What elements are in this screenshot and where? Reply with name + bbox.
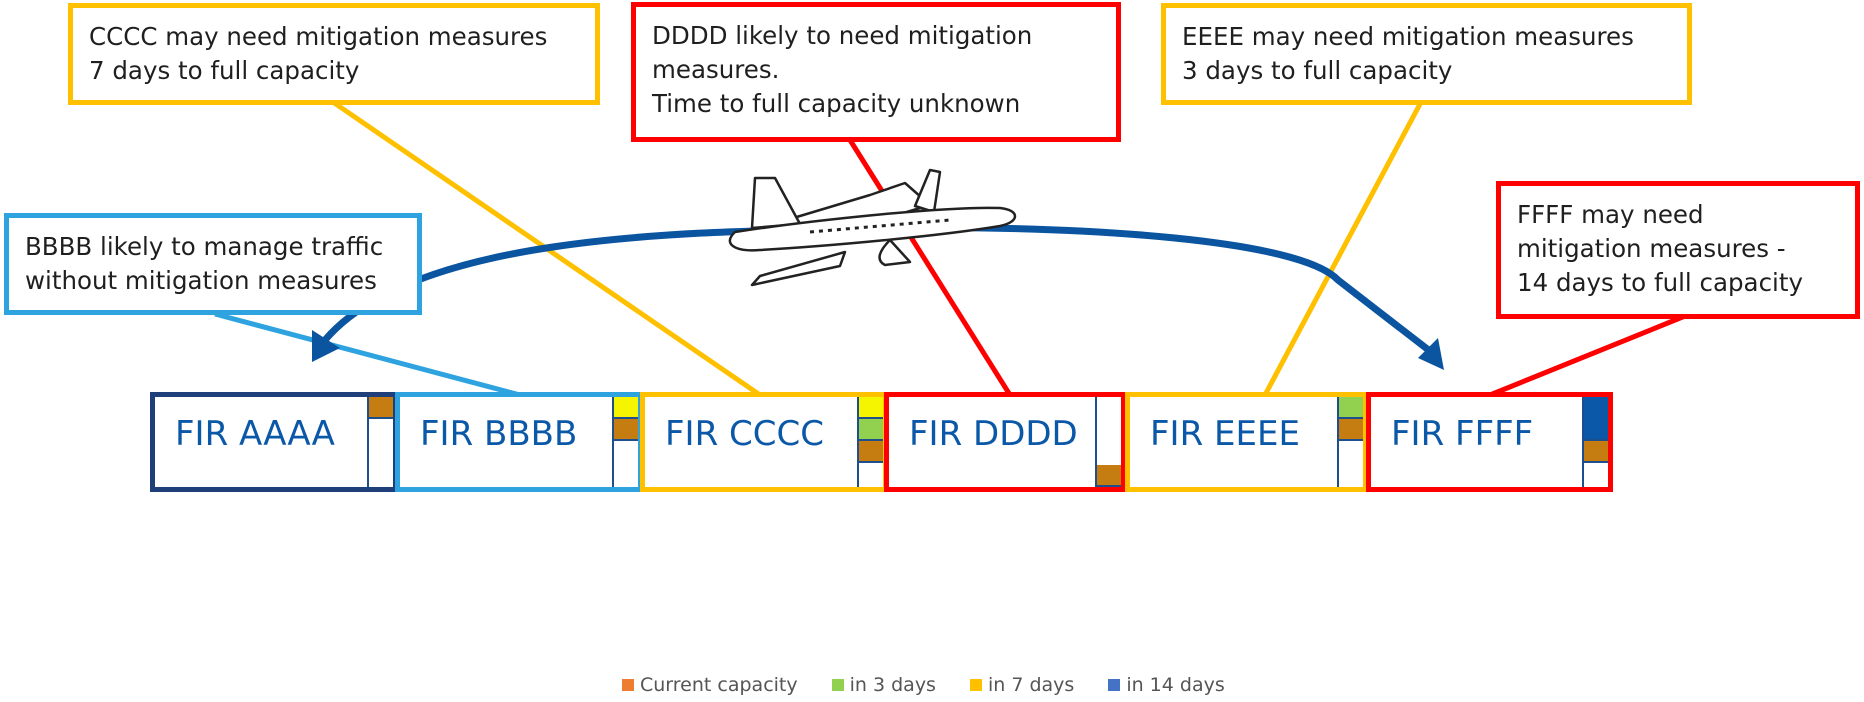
route-arrowhead-right bbox=[1418, 338, 1444, 370]
capacity-segment-in7 bbox=[614, 397, 638, 419]
legend-item-7-days: in 7 days bbox=[969, 674, 1075, 696]
fir-label: FIR BBBB bbox=[420, 414, 578, 454]
capacity-segment-current bbox=[614, 419, 638, 441]
connector-bbbb bbox=[214, 311, 521, 398]
connector-ffff bbox=[1489, 311, 1691, 398]
legend-label: in 3 days bbox=[849, 674, 936, 696]
fir-label: FIR AAAA bbox=[175, 414, 335, 454]
callout-eeee: EEEE may need mitigation measures 3 days… bbox=[1161, 3, 1692, 105]
fir-label: FIR DDDD bbox=[909, 414, 1078, 454]
legend-label: in 14 days bbox=[1126, 674, 1225, 696]
capacity-segment-in3 bbox=[859, 419, 883, 441]
legend-item-14-days: in 14 days bbox=[1108, 674, 1225, 696]
callout-ffff: FFFF may need mitigation measures - 14 d… bbox=[1496, 181, 1860, 319]
connector-eeee bbox=[1262, 102, 1423, 397]
fir-box-cccc: FIR CCCC bbox=[640, 392, 888, 492]
capacity-segment-current bbox=[1097, 465, 1121, 487]
capacity-segment-current bbox=[859, 441, 883, 463]
legend-swatch bbox=[969, 679, 982, 691]
legend-item-current: Current capacity bbox=[622, 674, 798, 696]
callout-bbbb: BBBB likely to manage traffic without mi… bbox=[4, 213, 422, 315]
fir-label: FIR CCCC bbox=[665, 414, 824, 454]
fir-box-eeee: FIR EEEE bbox=[1125, 392, 1368, 492]
fir-box-bbbb: FIR BBBB bbox=[395, 392, 643, 492]
connector-dddd bbox=[847, 138, 1013, 397]
legend-swatch bbox=[831, 679, 844, 691]
airplane-icon bbox=[728, 168, 1017, 287]
legend-swatch bbox=[622, 679, 634, 691]
legend-item-3-days: in 3 days bbox=[831, 674, 936, 696]
capacity-column bbox=[1095, 397, 1121, 487]
legend: Current capacity in 3 days in 7 days in … bbox=[622, 674, 1225, 696]
capacity-column bbox=[367, 397, 393, 487]
capacity-segment-current bbox=[1584, 441, 1608, 463]
fir-label: FIR EEEE bbox=[1150, 414, 1300, 454]
legend-label: Current capacity bbox=[640, 674, 798, 696]
capacity-column bbox=[1582, 397, 1608, 487]
callout-cccc: CCCC may need mitigation measures 7 days… bbox=[68, 3, 600, 105]
capacity-segment-in14 bbox=[1584, 397, 1608, 441]
fir-label: FIR FFFF bbox=[1391, 414, 1534, 454]
capacity-column bbox=[1337, 397, 1363, 487]
capacity-segment-in3 bbox=[1339, 397, 1363, 419]
legend-swatch bbox=[1108, 679, 1121, 691]
capacity-segment-in7 bbox=[859, 397, 883, 419]
callout-dddd: DDDD likely to need mitigation measures.… bbox=[631, 2, 1121, 142]
route-arrowhead-left bbox=[312, 330, 340, 362]
capacity-column bbox=[612, 397, 638, 487]
fir-box-ffff: FIR FFFF bbox=[1366, 392, 1613, 492]
fir-box-aaaa: FIR AAAA bbox=[150, 392, 398, 492]
fir-box-dddd: FIR DDDD bbox=[884, 392, 1126, 492]
capacity-segment-current bbox=[369, 397, 393, 419]
legend-label: in 7 days bbox=[987, 674, 1075, 696]
capacity-segment-current bbox=[1339, 419, 1363, 441]
flight-route-arc bbox=[322, 224, 1438, 358]
capacity-column bbox=[857, 397, 883, 487]
